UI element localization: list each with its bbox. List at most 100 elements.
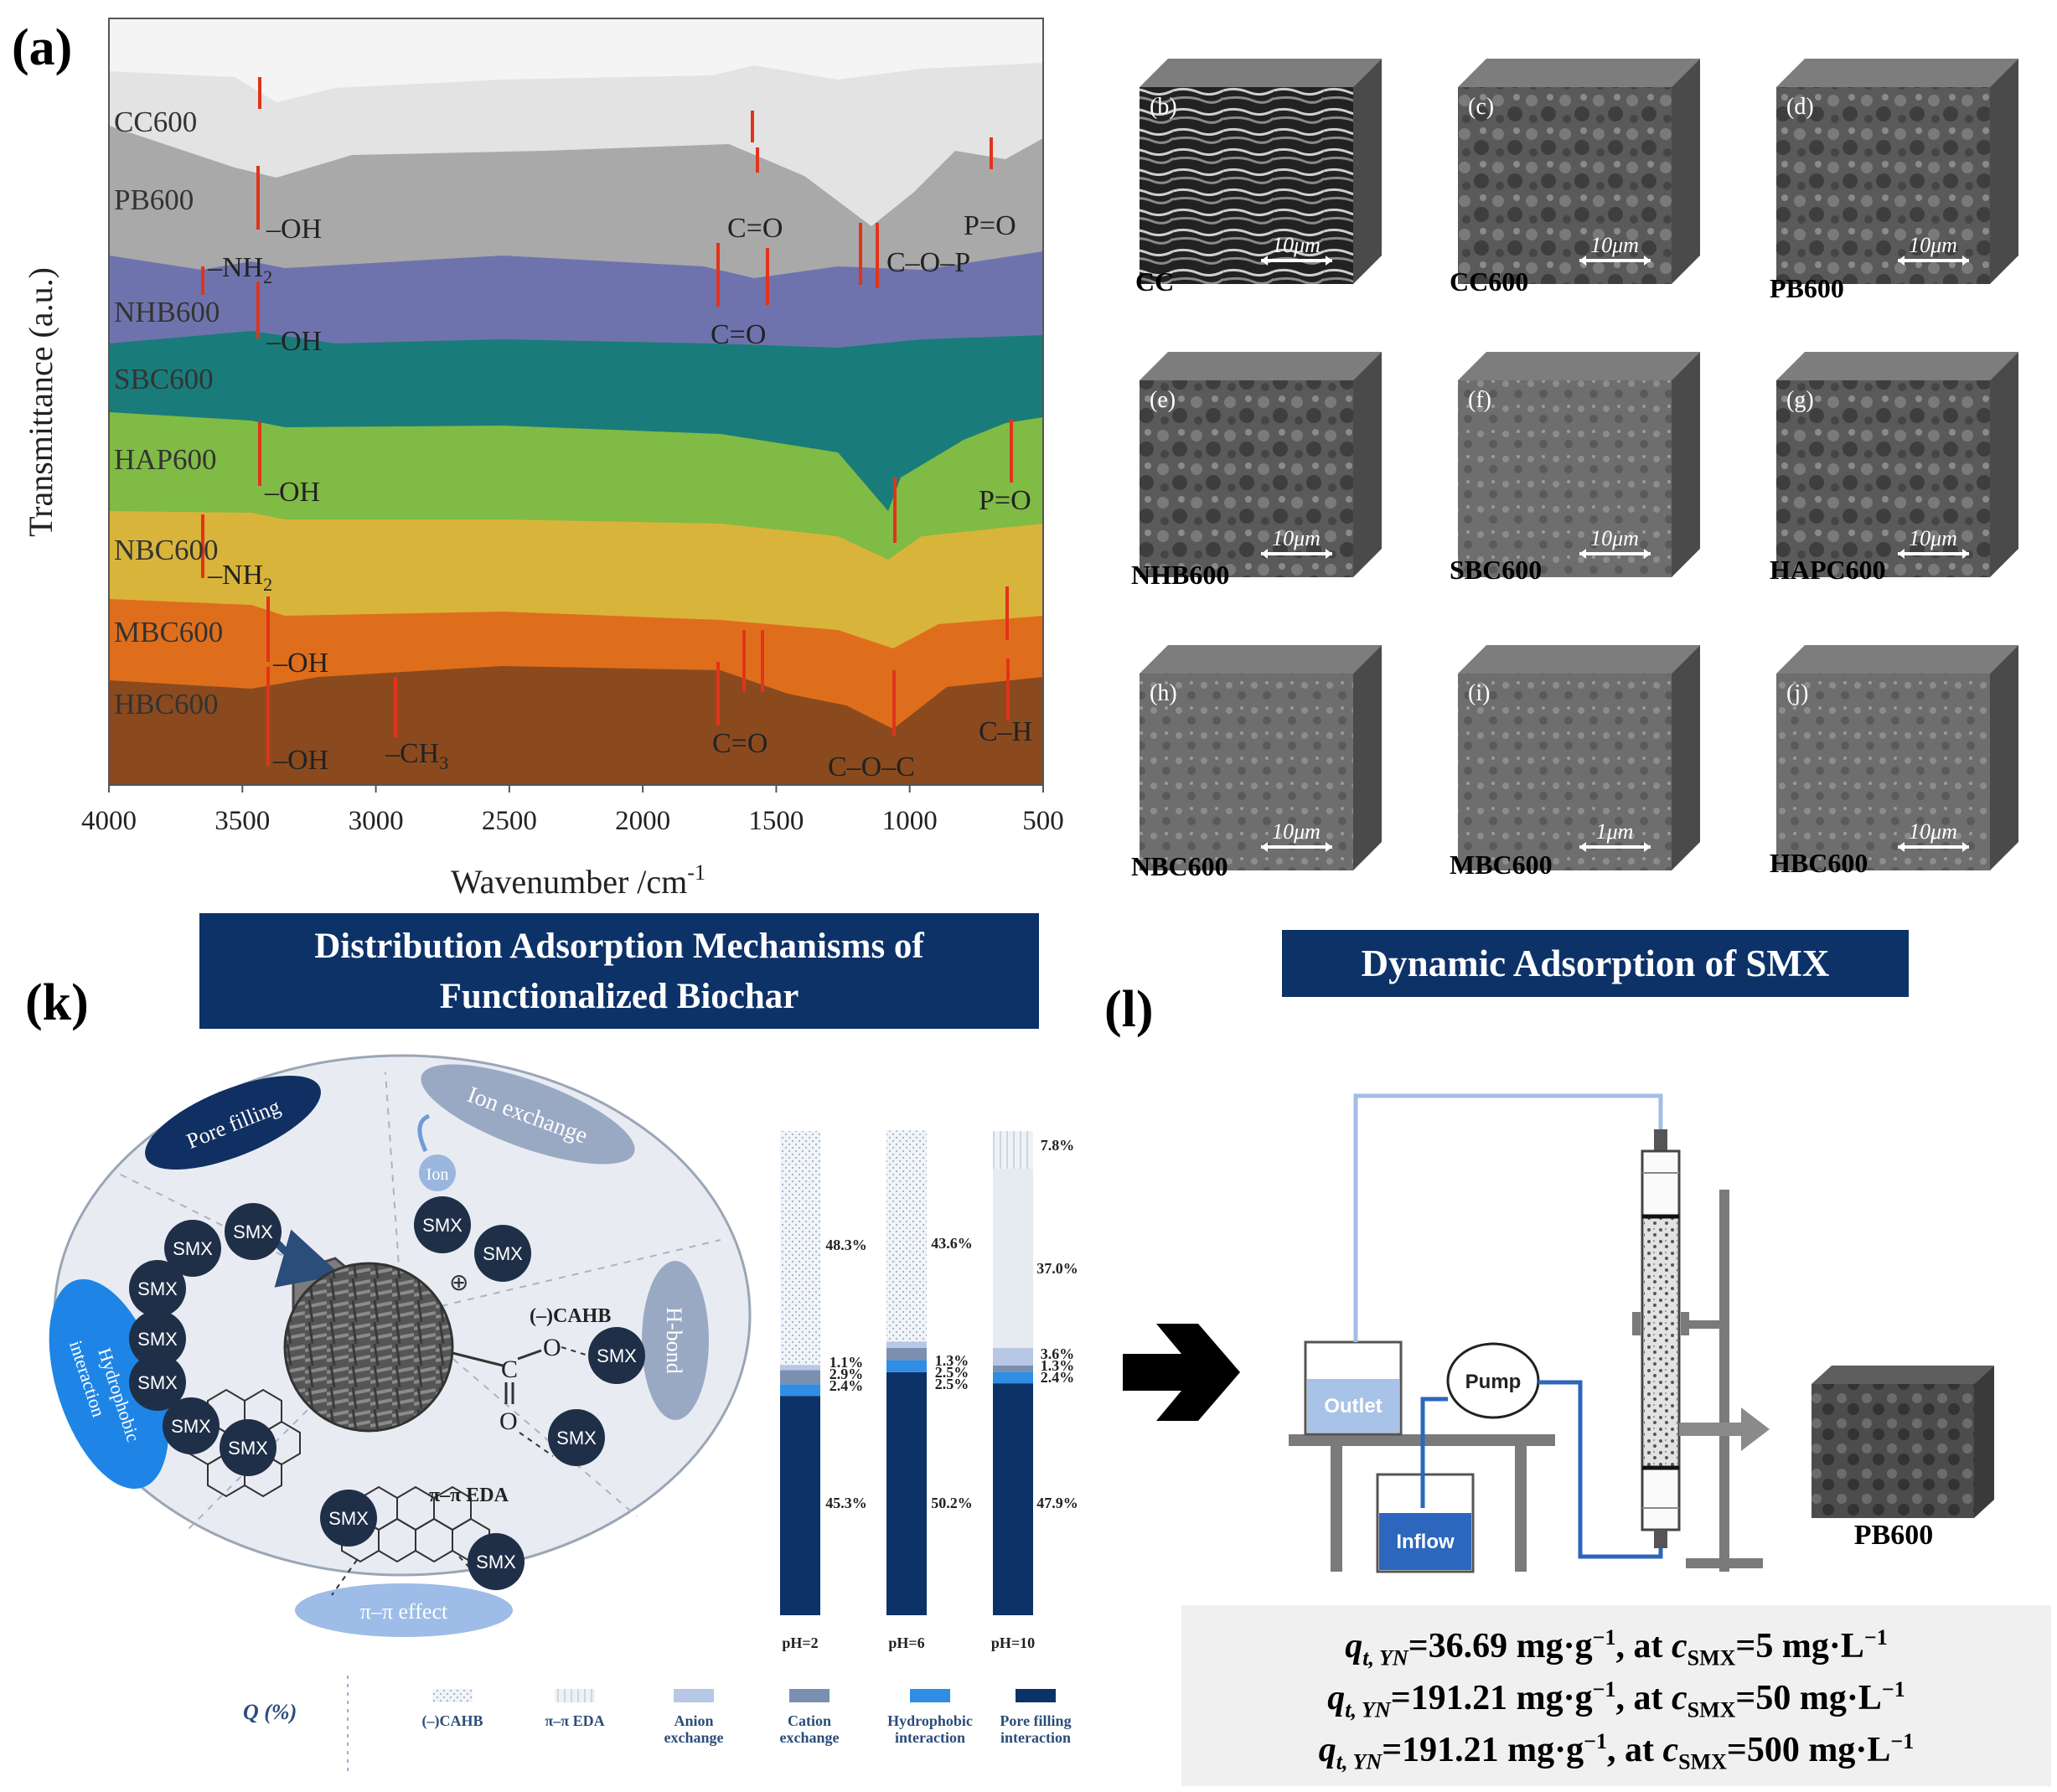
annot-co-nhb: C=O [711,319,766,350]
smx-molecule: SMX [588,1327,645,1384]
smx-molecule: SMX [129,1354,186,1411]
annot-oh-pb: –OH [266,214,322,245]
legend-item: π–π EDA [545,1689,605,1729]
smx-molecule: SMX [468,1533,525,1590]
svg-text:SMX: SMX [422,1215,463,1236]
bar-segment [886,1341,927,1348]
bar-value-label: 45.3% [825,1495,867,1511]
cahb-label: (–)CAHB [530,1305,611,1327]
bar-value-label: 1.3% [935,1352,969,1369]
bar-value-label: 2.4% [830,1377,864,1394]
bar-segment [993,1365,1033,1372]
svg-text:SMX: SMX [483,1243,523,1264]
svg-text:π–π EDA: π–π EDA [545,1712,604,1729]
scale-label: 10μm [1590,526,1639,550]
svg-text:Cation: Cation [788,1712,831,1729]
bar-value-label: 2.9% [830,1366,864,1382]
bar-segment [993,1383,1033,1615]
bar-value-label: 48.3% [825,1237,867,1253]
formula-list: qt, YN=36.69 mg·g−1, at cSMX=5 mg·L−1 qt… [1181,1612,2051,1774]
bar-segment [886,1371,927,1615]
pi-effect-pill: π–π effect [295,1583,513,1637]
annot-po-pb: P=O [964,210,1016,241]
smx-molecule: SMX [220,1419,277,1476]
annot-oh-mbc: –OH [272,648,328,679]
bar-category-label: pH=10 [991,1634,1035,1651]
ion-bubble [419,1154,456,1191]
bar-segment [886,1360,927,1372]
sem-image-mbc600: 1μm(i) [1458,645,1700,870]
sem-image-cc: 10μm (b) [1140,59,1382,284]
x-tick-2000: 2000 [615,806,670,836]
series-label-sbc600: SBC600 [114,363,214,395]
smx-molecule: SMX [548,1409,605,1466]
inflow-label: Inflow [1396,1531,1455,1553]
ftir-bands [109,63,1043,785]
smx-molecule: SMX [164,1220,221,1277]
bar-segment [993,1131,1033,1170]
svg-text:SMX: SMX [137,1372,178,1393]
bar-value-label: 1.3% [1041,1357,1075,1374]
sem-tag: (e) [1150,387,1176,413]
flow-arrow [1123,1324,1240,1421]
column-setup: Outlet Inflow Pump PB600 [1123,1093,2051,1786]
smx-molecule: SMX [320,1490,377,1547]
x-tick-500: 500 [1022,806,1064,836]
svg-text:SMX: SMX [137,1329,178,1350]
bar-value-label: 47.9% [1036,1495,1078,1511]
legend-axis-label: Q (%) [243,1700,297,1724]
plot-frame [108,18,1044,786]
sem-tag: (b) [1150,94,1177,120]
outlet-tube [1353,1093,1663,1342]
sem-image-hapc600: 10μm(g) [1776,352,2018,577]
panel-k-letter: (k) [25,974,89,1031]
x-tick-3000: 3000 [349,806,404,836]
smx-molecule: SMX [129,1260,186,1317]
bar-value-label: 37.0% [1036,1260,1078,1277]
sem-tag: (f) [1468,387,1491,413]
svg-text:exchange: exchange [780,1729,840,1746]
mechanism-diagram: Pore filling Ion exchange H-bond Hydroph… [49,1054,1078,1776]
scale-label: 10μm [1909,819,1957,844]
sem-caption-nhb600: NHB600 [1131,560,1230,590]
annot-nh2-nhb: –NH2 [207,252,272,287]
carboxyl-o2: O [499,1407,518,1435]
inflow-tube [1420,1397,1448,1508]
pb600-cube [1812,1366,1994,1518]
annot-oh-nhb: –OH [266,326,322,357]
series-label-nhb600: NHB600 [114,296,220,328]
scale-label: 10μm [1272,233,1321,257]
annot-cop-pb: C–O–P [886,247,970,278]
formula-line-1: qt, YN=36.69 mg·g−1, at cSMX=5 mg·L−1 [1345,1625,1888,1671]
peak-markers [201,77,1013,766]
series-label-nbc600: NBC600 [114,534,218,566]
annot-nh2-nbc: –NH2 [207,560,272,595]
bar-value-label: 50.2% [931,1495,973,1511]
sem-caption-mbc600: MBC600 [1450,850,1553,880]
formula-box [1181,1605,2051,1786]
bar-segment [886,1347,927,1361]
ftir-chart: CC600 PB600 NHB600 SBC600 HAP600 NBC600 … [22,18,1064,901]
sem-caption-sbc600: SBC600 [1450,555,1543,585]
series-label-pb600: PB600 [114,183,194,216]
smx-molecule: SMX [225,1203,282,1260]
x-tick-1000: 1000 [882,806,938,836]
bar-segment [780,1396,820,1615]
bar-segment [780,1370,820,1385]
ion-arrow [417,1113,431,1153]
svg-text:SMX: SMX [233,1221,273,1242]
sem-tag: (h) [1150,680,1177,706]
sem-tag: (j) [1786,680,1808,706]
annot-ch-hbc: C–H [979,716,1032,747]
scale-label: 10μm [1272,819,1321,844]
legend-item: (–)CAHB [422,1689,483,1730]
scale-label: 10μm [1909,526,1957,550]
scale-label: 1μm [1596,819,1634,844]
svg-text:interaction: interaction [1000,1729,1071,1746]
column-packing [1644,1216,1677,1468]
sem-grid: 10μm(b)10μm(c)10μm(d)10μm(e)10μm(f)10μm(… [1140,59,2018,870]
sem-image-cc600: 10μm(c) [1458,59,1700,284]
sem-image-nbc600: 10μm (h) [1140,645,1382,870]
y-axis-label: Transmittance (a.u.) [22,267,59,537]
bar-value-label: 43.6% [931,1235,973,1252]
